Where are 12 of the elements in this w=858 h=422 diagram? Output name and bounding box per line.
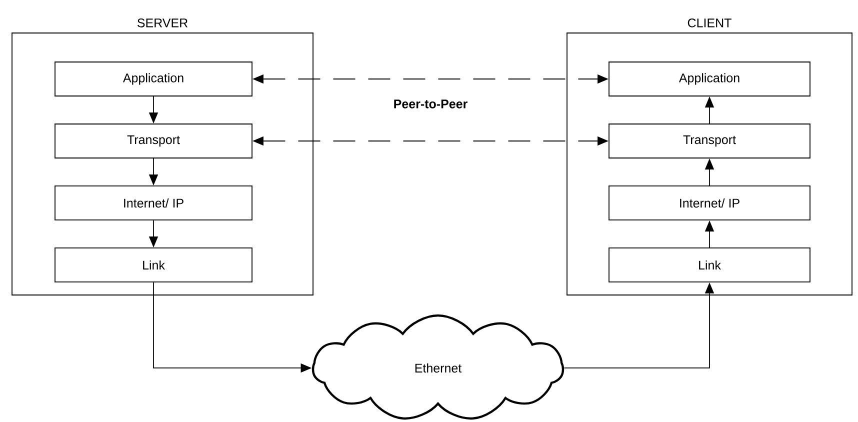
- layer-box: Internet/ IP: [54, 186, 252, 220]
- network-cloud: Ethernet: [312, 314, 564, 420]
- layer-box: Application: [608, 62, 810, 96]
- layer-box: Application: [54, 62, 252, 96]
- node-label: CLIENT: [688, 18, 732, 28]
- layer-box: Link: [608, 248, 810, 282]
- layer-box: Transport: [608, 124, 810, 158]
- layer-box: Link: [54, 248, 252, 282]
- layer-box: Internet/ IP: [608, 186, 810, 220]
- layer-box: Transport: [54, 124, 252, 158]
- node-label: SERVER: [137, 18, 188, 28]
- edge-label: Peer-to-Peer: [394, 100, 468, 108]
